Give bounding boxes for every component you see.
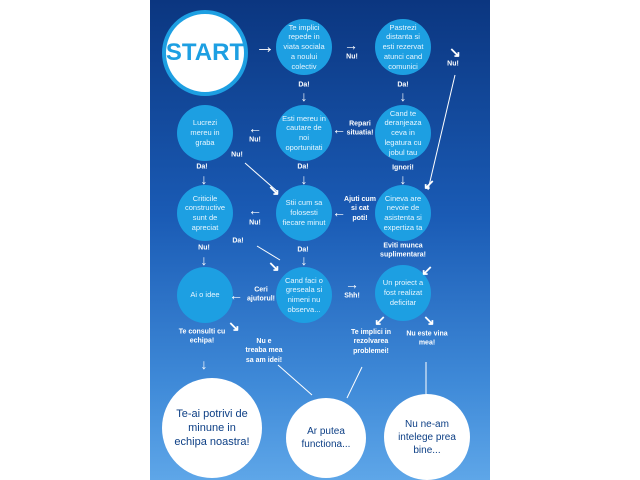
answer-label: Eviti munca suplimentara! [380, 242, 426, 259]
question-node: Esti mereu in cautare de noi oportunitat… [276, 105, 332, 161]
arrow-right-icon: → [345, 276, 359, 292]
arrow-left-icon: ← [229, 287, 243, 303]
arrow-down-left-icon: ↙ [423, 176, 435, 192]
question-node: Un proiect a fost realizat deficitar [375, 265, 431, 321]
arrow-down-right-icon: ↘ [423, 312, 435, 328]
answer-label: Da! [196, 163, 208, 171]
answer-label: Nu! [249, 136, 261, 144]
arrow-left-icon: ← [248, 120, 262, 136]
arrow-down-left-icon: ↙ [421, 262, 433, 278]
question-node: Te implici repede in viata sociala a nou… [276, 19, 332, 75]
arrow-down-left-icon: ↙ [374, 312, 386, 328]
answer-label: Ignori! [392, 164, 414, 172]
question-node: Cand faci o greseala si nimeni nu observ… [276, 267, 332, 323]
answer-label: Da! [298, 81, 310, 89]
arrow-left-icon: ← [332, 121, 346, 137]
result-node: Te-ai potrivi de minune in echipa noastr… [162, 378, 262, 478]
question-node: Pastrezi distanta si esti rezervat atunc… [375, 19, 431, 75]
answer-label: Nu! [198, 244, 210, 252]
answer-label: Nu e treaba mea sa am idei! [245, 337, 283, 364]
arrow-down-icon: ↓ [200, 252, 208, 268]
flowchart-poster: START Te implici repede in viata sociala… [150, 0, 490, 480]
arrow-down-icon: ↓ [200, 171, 208, 187]
question-node: Stii cum sa folosesti fiecare minut [276, 185, 332, 241]
arrow-right-icon: → [344, 37, 358, 53]
arrow-down-icon: ↓ [300, 171, 308, 187]
answer-label: Da! [297, 246, 309, 254]
answer-label: Te implici in rezolvarea problemei! [351, 328, 391, 355]
answer-label: Ceri ajutorul! [247, 286, 275, 303]
question-node: Criticile constructive sunt de apreciat [177, 185, 233, 241]
answer-label: Repari situatia! [346, 120, 374, 137]
question-node: Cineva are nevoie de asistenta si expert… [375, 185, 431, 241]
start-node: START [162, 10, 248, 96]
result-node: Nu ne-am intelege prea bine... [384, 394, 470, 480]
answer-label: Da! [397, 81, 409, 89]
arrow-left-icon: ← [248, 202, 262, 218]
question-node: Ai o idee [177, 267, 233, 323]
answer-label: Da! [232, 237, 244, 245]
answer-label: Nu! [231, 151, 243, 159]
arrow-down-icon: ↓ [399, 171, 407, 187]
question-node: Cand te deranjeaza ceva in legatura cu j… [375, 105, 431, 161]
arrow-down-icon: ↓ [300, 88, 308, 104]
arrow-down-right-icon: ↘ [449, 44, 461, 60]
arrow-down-icon: ↓ [399, 88, 407, 104]
answer-label: Ajuti cum si cat poti! [344, 195, 376, 222]
answer-label: Nu este vina mea! [406, 330, 448, 347]
result-node: Ar putea functiona... [286, 398, 366, 478]
arrow-down-icon: ↓ [200, 356, 208, 372]
arrow-down-icon: ↓ [300, 252, 308, 268]
arrow-down-right-icon: ↘ [268, 258, 280, 274]
arrow-down-right-icon: ↘ [228, 318, 240, 334]
arrow-left-icon: ← [332, 204, 346, 220]
arrow-right-icon: → [255, 36, 275, 58]
connector-lines [244, 74, 456, 399]
question-node: Lucrezi mereu in graba [177, 105, 233, 161]
answer-label: Shh! [344, 292, 360, 300]
answer-label: Da! [297, 163, 309, 171]
answer-label: Nu! [249, 219, 261, 227]
arrow-down-right-icon: ↘ [268, 182, 280, 198]
answer-label: Nu! [447, 60, 459, 68]
answer-label: Te consulti cu echipa! [178, 328, 226, 345]
answer-label: Nu! [346, 53, 358, 61]
